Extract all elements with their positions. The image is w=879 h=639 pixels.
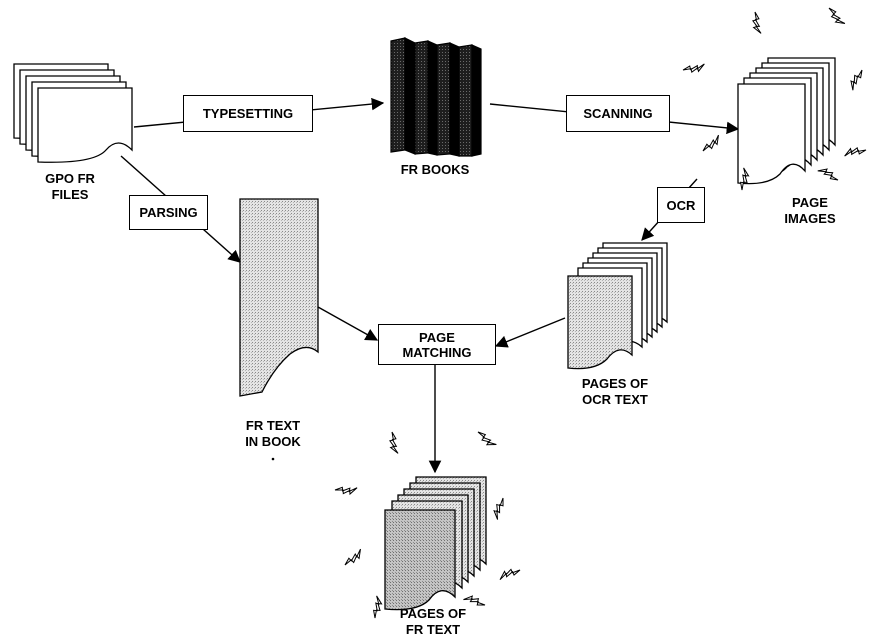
fr-text-in-book-icon — [239, 198, 319, 397]
scanning-box: SCANNING — [566, 95, 670, 132]
pages-fr-text-stack-icon — [384, 476, 487, 611]
pages-ocr-text-label-line2: OCR TEXT — [582, 392, 648, 407]
typesetting-label: TYPESETTING — [202, 106, 294, 121]
ocr-label: OCR — [666, 197, 696, 213]
fr-text-in-book-label-line1: FR TEXT — [245, 418, 301, 433]
page-matching-label-line2: MATCHING — [402, 344, 472, 360]
arrow-fr-text-to-matching — [317, 306, 379, 341]
page-images-label-line1: PAGE — [792, 195, 828, 210]
gpo-files-label-line1: GPO FR — [45, 171, 95, 186]
scanning-label: SCANNING — [583, 106, 653, 121]
page-images-stack-icon — [737, 57, 836, 185]
page-matching-label-line1: PAGE — [419, 329, 455, 345]
parsing-label: PARSING — [139, 205, 198, 220]
parsing-box: PARSING — [129, 195, 208, 230]
gpo-files-label-line2: FILES — [51, 187, 89, 202]
typesetting-box: TYPESETTING — [183, 95, 313, 132]
pages-fr-text-label-line2: FR TEXT — [405, 622, 461, 637]
pages-ocr-text-label-line1: PAGES OF — [581, 376, 649, 391]
gpo-files-stack-icon — [13, 63, 133, 163]
page-images-label: PAGE IMAGES — [770, 195, 850, 227]
gpo-files-label: GPO FR FILES — [30, 171, 110, 203]
stray-dot — [271, 457, 275, 461]
fr-books-label: FR BOOKS — [385, 162, 485, 178]
fr-books-label-text: FR BOOKS — [400, 162, 470, 177]
pages-ocr-text-stack-icon — [567, 242, 668, 370]
fr-text-in-book-label-line2: IN BOOK — [245, 434, 301, 449]
fr-books-icon — [390, 37, 482, 157]
ocr-box: OCR — [657, 187, 705, 223]
pages-ocr-text-label: PAGES OF OCR TEXT — [565, 376, 665, 408]
page-matching-box: PAGE MATCHING — [378, 324, 496, 365]
fr-text-in-book-label: FR TEXT IN BOOK — [228, 418, 318, 450]
pages-fr-text-label-line1: PAGES OF — [399, 606, 467, 621]
arrow-ocr-to-matching — [494, 317, 566, 348]
pages-fr-text-label: PAGES OF FR TEXT — [383, 606, 483, 638]
page-images-label-line2: IMAGES — [784, 211, 836, 226]
